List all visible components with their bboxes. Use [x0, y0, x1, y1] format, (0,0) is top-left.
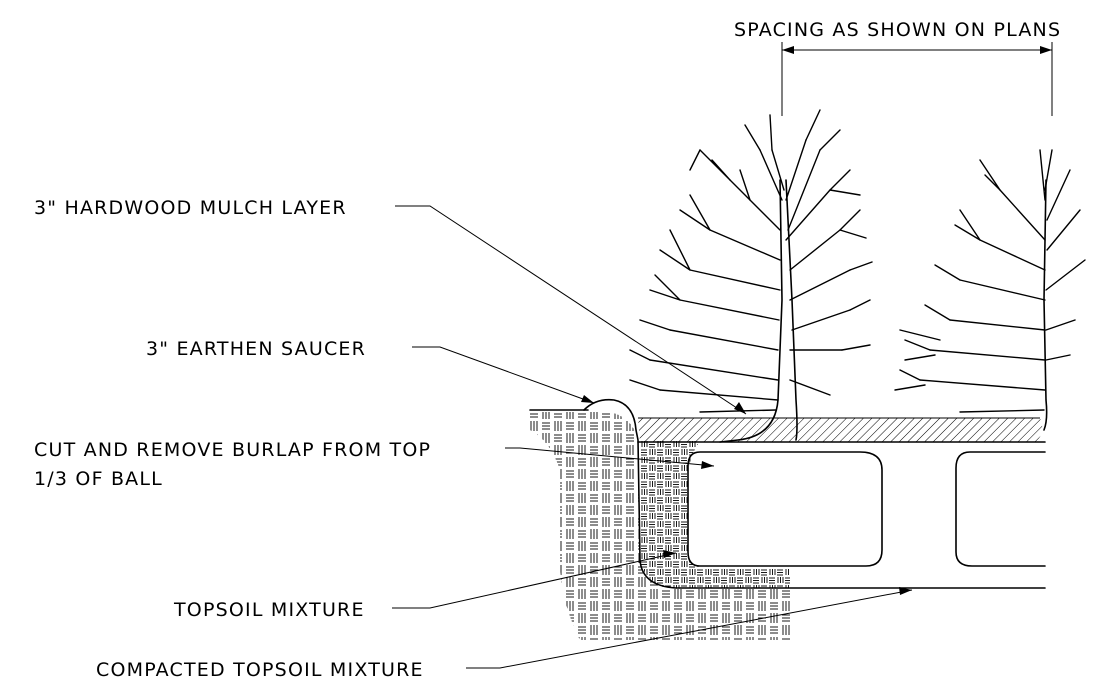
leader-mulch	[395, 205, 747, 415]
root-ball-2	[955, 451, 1046, 567]
tree-2-trunk	[1043, 179, 1048, 431]
leader-saucer	[412, 346, 595, 404]
burlap-label-line1: CUT AND REMOVE BURLAP FROM TOP	[34, 439, 431, 461]
burlap-label-line2: 1/3 OF BALL	[34, 468, 163, 490]
leader-compacted	[466, 589, 913, 669]
saucer-label: 3" EARTHEN SAUCER	[146, 338, 366, 360]
topsoil-label: TOPSOIL MIXTURE	[173, 599, 365, 621]
tree-2-branches	[894, 149, 1086, 413]
leader-burlap	[505, 447, 715, 467]
mulch-label: 3" HARDWOOD MULCH LAYER	[34, 197, 347, 219]
leader-lines	[392, 205, 913, 669]
mulch-layer	[638, 418, 1043, 442]
compacted-soil-hatch	[530, 411, 790, 640]
leader-topsoil	[392, 552, 677, 609]
topsoil-backfill-hatch	[640, 440, 790, 588]
spacing-label: SPACING AS SHOWN ON PLANS	[734, 19, 1061, 41]
tree-1-branches	[629, 109, 873, 413]
compacted-label: COMPACTED TOPSOIL MIXTURE	[96, 659, 424, 681]
spacing-dimension	[781, 42, 1053, 116]
root-ball-1	[687, 451, 883, 567]
earthen-saucer	[583, 398, 1046, 589]
